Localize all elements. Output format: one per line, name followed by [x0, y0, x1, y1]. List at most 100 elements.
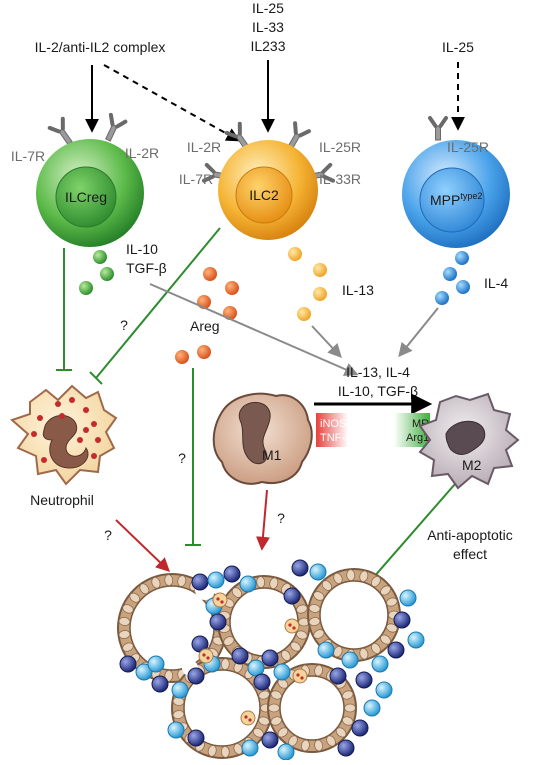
lymphocyte-dark — [253, 673, 271, 691]
lymphocyte-light — [273, 663, 291, 681]
arrow-il13-to-polarization — [311, 325, 342, 359]
arrow-neutrophil-to-tissue — [115, 519, 171, 572]
mpp-name-main: MPP — [430, 192, 460, 208]
areg-label: Areg — [190, 318, 220, 334]
lymphocyte-light — [241, 739, 259, 757]
lymphocyte-dark — [283, 587, 301, 605]
infiltrating-cells — [119, 559, 425, 761]
areg-dots — [175, 267, 239, 364]
ilcreg-receptor-il7r: IL-7R — [11, 148, 45, 164]
lymphocyte-light — [277, 743, 295, 761]
inhibit-ilc2-neutrophil — [95, 227, 221, 379]
tissue-neutrophil — [212, 592, 228, 608]
arrow-m1-to-tissue — [255, 489, 270, 551]
mpp-receptor — [428, 116, 448, 141]
mpp-name: MPPtype2 — [430, 191, 482, 208]
lung-tissue — [117, 559, 425, 761]
mpp-cell: MPPtype2 — [402, 116, 510, 248]
lymphocyte-dark — [261, 731, 279, 749]
lymphocyte-dark — [291, 559, 309, 577]
neutrophil-granules — [31, 397, 101, 463]
lymphocyte-dark — [261, 649, 279, 667]
lymphocyte-dark — [393, 611, 411, 629]
m1-marker-inos: iNOS — [320, 418, 346, 430]
polarization-line2: IL-10, TGF-β — [338, 383, 418, 399]
arrow-il4-to-polarization — [398, 307, 439, 358]
ilcreg-receptor-il2r: IL-2R — [125, 145, 159, 161]
lymphocyte-light — [375, 681, 393, 699]
question-mark-areg: ? — [178, 450, 186, 466]
il13-dots — [288, 247, 327, 321]
lymphocyte-dark — [119, 655, 137, 673]
lymphocyte-dark — [209, 613, 227, 631]
lymphocyte-light — [317, 641, 335, 659]
anti-apoptotic-line2: effect — [453, 546, 487, 562]
gray-arrows — [149, 283, 439, 376]
inhibit-m2-tissue — [372, 475, 463, 579]
lymphocyte-light — [167, 721, 185, 739]
lymphocyte-dark — [351, 719, 369, 737]
lymphocyte-dark — [191, 573, 209, 591]
il2-complex-label: IL-2/anti-IL2 complex — [35, 39, 166, 55]
ilc2-stimulus-il233: IL233 — [250, 38, 285, 54]
lymphocyte-dark — [355, 671, 373, 689]
lymphocyte-dark — [187, 667, 205, 685]
m2-marker-arg1: Arg1 — [406, 432, 429, 444]
ilc2-receptor-il33r: IL-33R — [319, 171, 361, 187]
m2-macrophage: M2 — [418, 392, 520, 490]
il10-label: IL-10 — [126, 241, 158, 257]
neutrophil-label: Neutrophil — [30, 492, 94, 508]
m1-marker-tnfa: TNF-α — [320, 432, 352, 444]
lymphocyte-light — [239, 575, 257, 593]
ilc2-name: ILC2 — [249, 187, 279, 203]
alveolus-right — [307, 568, 401, 662]
anti-apoptotic-line1: Anti-apoptotic — [427, 527, 513, 543]
lymphocyte-dark — [151, 675, 169, 693]
lymphocyte-dark — [187, 729, 205, 747]
m2-label: M2 — [462, 457, 482, 473]
lymphocyte-light — [407, 631, 425, 649]
lymphocyte-light — [363, 699, 381, 717]
lymphocyte-dark — [231, 647, 249, 665]
lymphocyte-light — [341, 651, 359, 669]
lymphocyte-dark — [223, 565, 241, 583]
lymphocyte-light — [147, 655, 165, 673]
tissue-neutrophil — [240, 710, 256, 726]
question-mark-neutrophil-tissue: ? — [104, 527, 112, 543]
ilcreg-cell: ILCreg — [36, 112, 144, 247]
il4-dots — [435, 251, 470, 305]
tissue-neutrophil — [292, 668, 308, 684]
lymphocyte-light — [207, 571, 225, 589]
ilc2-receptor-il25r: IL-25R — [319, 139, 361, 155]
ilcreg-cytokine-dots — [79, 250, 114, 295]
ilc2-receptor-il2r: IL-2R — [187, 139, 221, 155]
ilc2-stimulus-il25: IL-25 — [252, 0, 284, 16]
mpp-receptor-il25r: IL-25R — [447, 139, 489, 155]
ilc2-stimulus-il33: IL-33 — [252, 19, 284, 35]
mpp-name-superscript: type2 — [460, 191, 482, 201]
lymphocyte-light — [171, 681, 189, 699]
arrow-complex-to-ilc2 — [103, 64, 241, 142]
question-mark-neutrophil: ? — [120, 317, 128, 333]
lymphocyte-light — [309, 563, 327, 581]
m2-marker-bar — [370, 413, 430, 447]
polarization-line1: IL-13, IL-4 — [346, 364, 410, 380]
il13-label: IL-13 — [342, 282, 374, 298]
question-mark-m1: ? — [277, 510, 285, 526]
ilc2-receptor-il7r: IL-7R — [179, 171, 213, 187]
tissue-neutrophil — [284, 618, 300, 634]
m1-label: M1 — [262, 447, 282, 463]
lymphocyte-light — [135, 663, 153, 681]
ilc2-cell: ILC2 — [201, 121, 336, 240]
arrow-il10-to-polarization — [149, 283, 359, 376]
neutrophil-cell — [10, 384, 118, 486]
tissue-neutrophil — [198, 648, 214, 664]
lymphocyte-dark — [337, 739, 355, 757]
tgfb-label: TGF-β — [126, 260, 167, 276]
mpp-stimulus-il25: IL-25 — [442, 39, 474, 55]
ilcreg-name: ILCreg — [65, 189, 107, 205]
m1-marker-bar — [316, 413, 380, 447]
lymphocyte-dark — [329, 667, 347, 685]
lymphocyte-dark — [387, 641, 405, 659]
